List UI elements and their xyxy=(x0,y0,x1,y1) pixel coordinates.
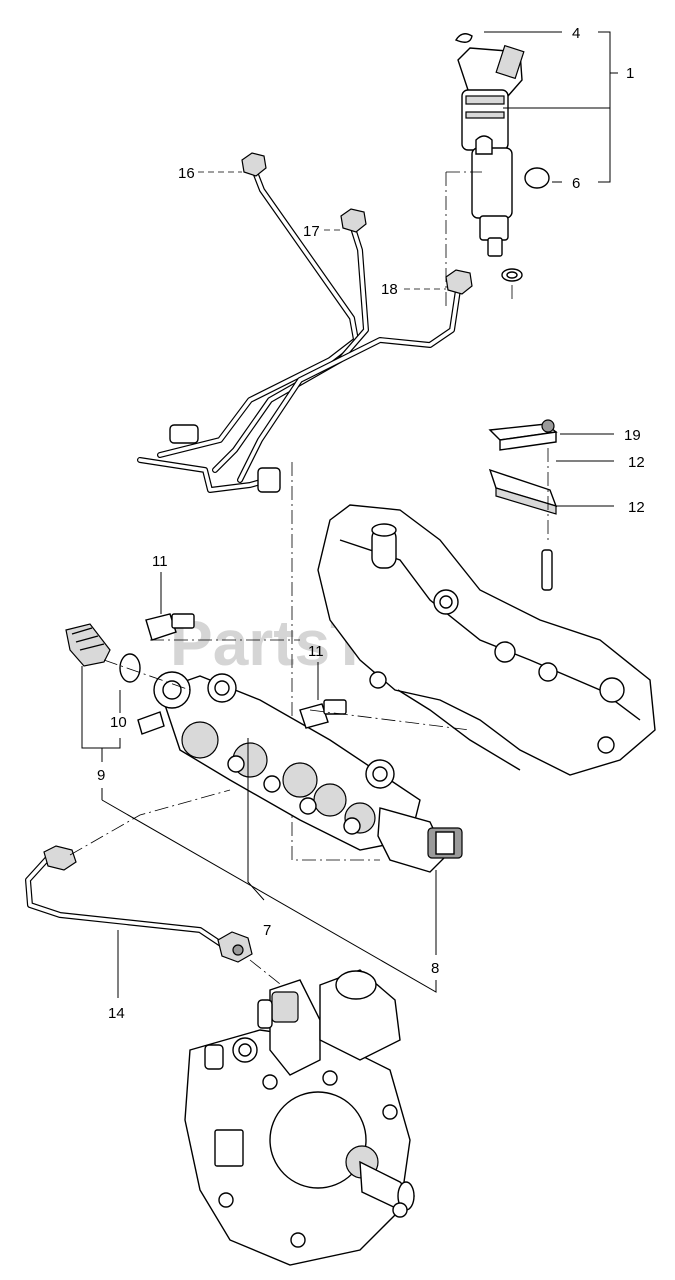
callout-17: 17 xyxy=(303,223,320,240)
callout-18: 18 xyxy=(381,281,398,298)
cylinder-head-block xyxy=(317,504,656,776)
callout-16: 16 xyxy=(178,165,195,182)
callout-labels: 4 1 6 16 17 18 19 12 12 11 11 10 9 7 8 1… xyxy=(97,25,645,1022)
callout-8: 8 xyxy=(431,960,439,977)
callout-4: 4 xyxy=(572,25,580,42)
bolt-11-lower xyxy=(299,699,347,729)
clamp-parts xyxy=(488,419,558,591)
callout-9: 9 xyxy=(97,767,105,784)
high-pressure-pipe-14 xyxy=(25,845,253,963)
seal-10 xyxy=(119,653,141,683)
callout-11-upper: 11 xyxy=(152,553,168,570)
callout-12-upper: 12 xyxy=(628,454,645,471)
leader-lines xyxy=(81,31,618,998)
centerline-rail xyxy=(291,462,380,861)
callout-12-lower: 12 xyxy=(628,499,645,516)
common-rail xyxy=(137,671,463,873)
callout-14: 14 xyxy=(108,1005,125,1022)
relief-valve-9 xyxy=(65,623,111,667)
high-pressure-pump xyxy=(184,969,415,1266)
bolt-11-upper xyxy=(145,613,195,641)
injection-pipes xyxy=(137,152,473,493)
callout-6: 6 xyxy=(572,175,580,192)
callout-7: 7 xyxy=(263,922,271,939)
callout-10: 10 xyxy=(110,714,127,731)
o-ring-6 xyxy=(524,167,550,189)
callout-19: 19 xyxy=(624,427,641,444)
callout-11-lower: 11 xyxy=(308,643,324,660)
callout-1: 1 xyxy=(626,65,634,82)
injector-assembly xyxy=(454,33,525,282)
